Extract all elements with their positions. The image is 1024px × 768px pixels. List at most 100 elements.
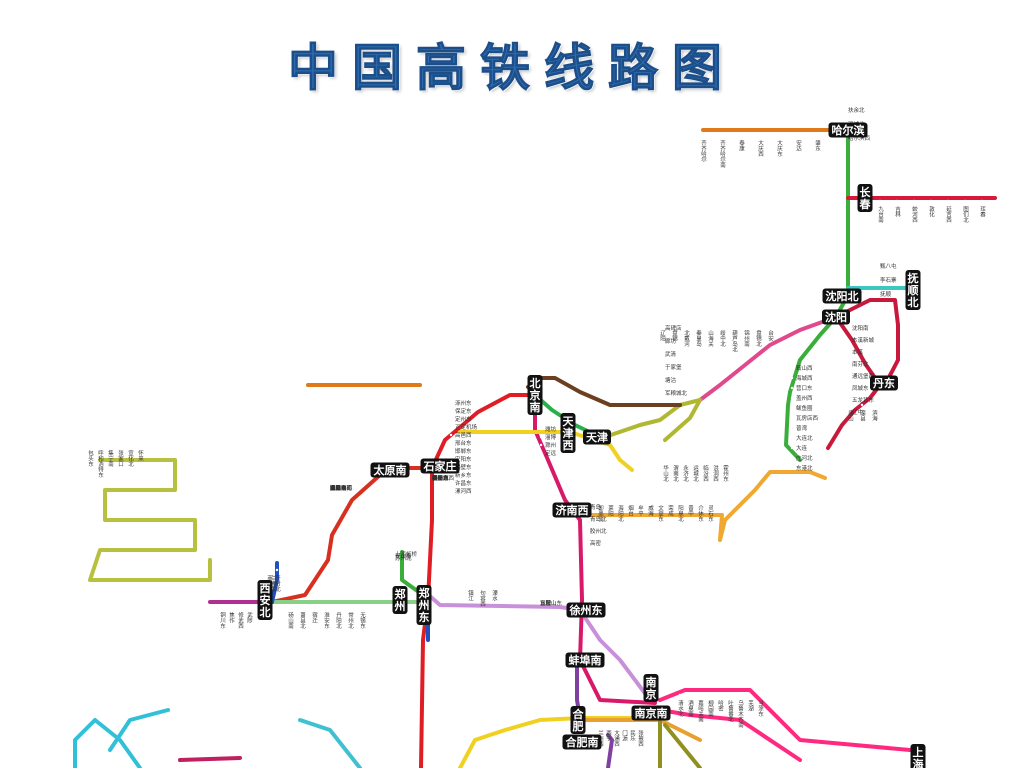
- station-label: 运城北: [692, 464, 699, 483]
- station-label: 盘锦北: [755, 329, 762, 348]
- station-label: 洪洞西: [712, 464, 719, 483]
- station-dot: [703, 458, 707, 462]
- station-dot: [846, 362, 850, 366]
- station-label: 威海: [647, 504, 654, 517]
- station-label: 新乡东: [455, 471, 472, 479]
- station-label: 明港东: [432, 474, 449, 482]
- station-label: 廊坊: [665, 337, 677, 345]
- station-dot: [673, 458, 677, 462]
- station-label: 保定东: [455, 407, 472, 415]
- station-label: 哈尔滨西: [848, 134, 871, 142]
- city-label-bg: [416, 585, 432, 625]
- station-dot: [874, 264, 878, 268]
- city-label-bg: [552, 502, 592, 518]
- station-dot: [539, 435, 543, 439]
- city-label-shanghai: 上海: [910, 744, 926, 768]
- station-label: 铜川东: [219, 611, 226, 629]
- station-label: 溧水: [491, 589, 498, 602]
- city-label-beijingnan: 北京南: [527, 375, 543, 415]
- station-dot: [449, 449, 453, 453]
- city-label-bg: [560, 413, 576, 453]
- station-dot: [748, 693, 752, 697]
- station-label: 德州东: [432, 474, 449, 482]
- city-label-tianjin: 天津: [583, 429, 611, 445]
- station-label: 安阳东: [455, 455, 472, 463]
- station-dot: [267, 568, 271, 572]
- station-label: 九台南: [877, 205, 884, 223]
- station-dot: [118, 443, 122, 447]
- station-label: 唐山: [847, 409, 854, 423]
- city-name: 石家庄: [423, 459, 457, 473]
- station-dot: [449, 417, 453, 421]
- line-jiaoji: [563, 470, 827, 542]
- station-label: 秦皇岛: [695, 329, 702, 348]
- city-label-bg: [565, 652, 605, 668]
- station-dot: [672, 323, 676, 327]
- station-dot: [229, 605, 233, 609]
- station-dot: [790, 426, 794, 430]
- station-label: 潍坊: [545, 425, 557, 433]
- station-dot: [668, 498, 672, 502]
- station-dot: [872, 403, 876, 407]
- station-label: 葫芦岛北: [731, 329, 738, 354]
- station-label: 本溪新城: [852, 336, 875, 344]
- city-name: 沈阳北: [826, 289, 859, 303]
- station-label: 安达: [795, 139, 802, 153]
- line-xuzheng: [421, 588, 652, 702]
- station-label: 曲阜东: [432, 474, 449, 482]
- station-label: 海阳北: [617, 504, 624, 523]
- station-label: 包头东: [87, 449, 94, 467]
- station-dot: [777, 133, 781, 137]
- station-dot: [608, 498, 612, 502]
- station-label: 杨陵南: [330, 484, 347, 492]
- station-dot: [584, 541, 588, 545]
- station-label: 正定机场: [455, 423, 478, 431]
- station-dot: [659, 378, 663, 382]
- station-dot: [698, 498, 702, 502]
- station-label: 柳园南: [707, 699, 714, 717]
- station-dot: [480, 583, 484, 587]
- station-dot: [846, 350, 850, 354]
- station-dot: [846, 410, 850, 414]
- station-dot: [846, 374, 850, 378]
- station-label: 牟平: [637, 504, 644, 517]
- station-label: 焦作: [228, 611, 235, 625]
- station-label: 瓦屋山: [540, 599, 557, 607]
- station-dot: [449, 481, 453, 485]
- station-dot: [659, 365, 663, 369]
- station-label: 许昌东: [455, 479, 472, 487]
- station-label: 当涂东: [757, 699, 764, 717]
- station-label: 敦化: [928, 205, 935, 219]
- station-label: 无锡东: [359, 612, 366, 629]
- station-label: 普湾: [796, 424, 808, 432]
- station-label: 大通西: [613, 729, 620, 748]
- station-label: 滦县: [859, 409, 866, 423]
- station-label: 滨海: [871, 409, 878, 423]
- station-label: 涿州东: [455, 399, 472, 407]
- station-label: 盘锦: [671, 329, 678, 343]
- city-label-jinanxi: 济南西: [552, 502, 592, 518]
- station-dot: [598, 498, 602, 502]
- city-label-shenyangbei: 沈阳北: [822, 288, 862, 304]
- city-name: 抚顺北: [908, 271, 919, 309]
- station-label: 滕州东: [432, 474, 449, 482]
- city-name: 合肥南: [566, 735, 599, 749]
- city-name: 长春: [860, 185, 872, 211]
- station-label: 武陟: [246, 611, 253, 625]
- city-label-harbin: 哈尔滨: [828, 122, 868, 138]
- station-dot: [874, 292, 878, 296]
- station-dot: [678, 693, 682, 697]
- station-label: 宿州东: [432, 474, 449, 482]
- station-dot: [744, 323, 748, 327]
- station-dot: [846, 326, 850, 330]
- city-name: 济南西: [556, 503, 589, 517]
- station-label: 修武西: [237, 611, 244, 630]
- city-name: 天津: [586, 430, 608, 444]
- city-label-bg: [828, 122, 868, 138]
- station-dot: [846, 398, 850, 402]
- station-dot: [98, 443, 102, 447]
- station-label: 宿迁: [311, 611, 318, 625]
- station-label: 集宁南: [107, 449, 114, 467]
- station-label: 文登东: [657, 504, 664, 522]
